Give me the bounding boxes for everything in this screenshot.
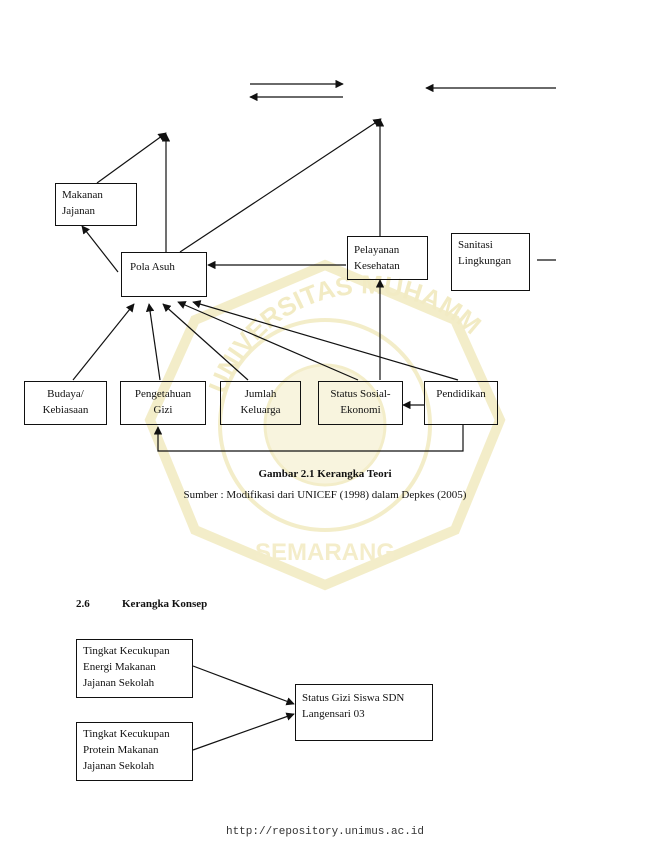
pola-asuh-box: Pola Asuh [121,252,207,297]
pelayanan-kesehatan-box: Pelayanan Kesehatan [347,236,428,280]
energi-box: Tingkat Kecukupan Energi Makanan Jajanan… [76,639,193,698]
pelayanan-kesehatan-line-1: Pelayanan [354,244,400,256]
energi-line-2: Energi Makanan [83,661,156,673]
arrow-pendidikan-to-polaasuh [192,300,459,381]
watermark-bottom-text: SEMARANG [255,539,395,566]
pendidikan-box: Pendidikan [424,381,498,425]
energi-line-1: Tingkat Kecukupan [83,645,170,657]
arrow-budaya-to-polaasuh [72,303,135,381]
pelayanan-kesehatan-line-2: Kesehatan [354,260,400,272]
arrow-jumlah-to-polaasuh [162,303,249,381]
arrow-makanan-up [96,132,167,184]
status-gizi-box: Status Gizi Siswa SDN Langensari 03 [295,684,433,741]
status-gizi-line-2: Langensari 03 [302,708,365,720]
makanan-jajanan-line-2: Jajanan [62,205,95,217]
arrow-pengetahuan-to-polaasuh [145,303,161,381]
pengetahuan-gizi-line-2: Gizi [153,404,173,416]
makanan-jajanan-line-1: Makanan [62,189,103,201]
protein-box: Tingkat Kecukupan Protein Makanan Jajana… [76,722,193,781]
arrow-protein-to-status [192,712,295,751]
section-number: 2.6 [76,598,90,610]
status-sosial-line-2: Ekonomi [340,404,381,416]
jumlah-keluarga-line-2: Keluarga [240,404,281,416]
budaya-line-1: Budaya/ [47,388,84,400]
protein-line-1: Tingkat Kecukupan [83,728,170,740]
jumlah-keluarga-line-1: Jumlah [244,388,277,400]
budaya-line-2: Kebiasaan [42,404,89,416]
sanitasi-lingkungan-line-1: Sanitasi [458,239,493,251]
budaya-kebiasaan-box: Budaya/ Kebiasaan [24,381,107,425]
jumlah-keluarga-box: Jumlah Keluarga [220,381,301,425]
section-title: Kerangka Konsep [122,598,208,610]
sanitasi-lingkungan-box: Sanitasi Lingkungan [451,233,530,291]
figure-caption-title: Gambar 2.1 Kerangka Teori [258,468,392,480]
pengetahuan-gizi-box: Pengetahuan Gizi [120,381,206,425]
energi-line-3: Jajanan Sekolah [83,677,155,689]
figure-caption-source: Sumber : Modifikasi dari UNICEF (1998) d… [183,489,467,501]
protein-line-2: Protein Makanan [83,744,159,756]
status-sosial-line-1: Status Sosial- [330,388,391,400]
makanan-jajanan-box: Makanan Jajanan [55,183,137,226]
status-sosial-ekonomi-box: Status Sosial- Ekonomi [318,381,403,425]
pola-asuh-label: Pola Asuh [130,261,175,273]
arrow-pendidikan-to-pengetahuan [153,425,464,452]
repository-url: http://repository.unimus.ac.id [225,826,425,838]
arrow-energi-to-status [192,665,295,706]
arrow-polaasuh-to-makanan [81,225,119,273]
sanitasi-lingkungan-line-2: Lingkungan [458,255,512,267]
pendidikan-label: Pendidikan [436,388,486,400]
protein-line-3: Jajanan Sekolah [83,760,155,772]
arrow-polaasuh-diagonal [179,118,382,253]
arrow-status-to-polaasuh [177,301,359,381]
pengetahuan-gizi-line-1: Pengetahuan [134,388,192,400]
status-gizi-line-1: Status Gizi Siswa SDN [302,692,405,704]
